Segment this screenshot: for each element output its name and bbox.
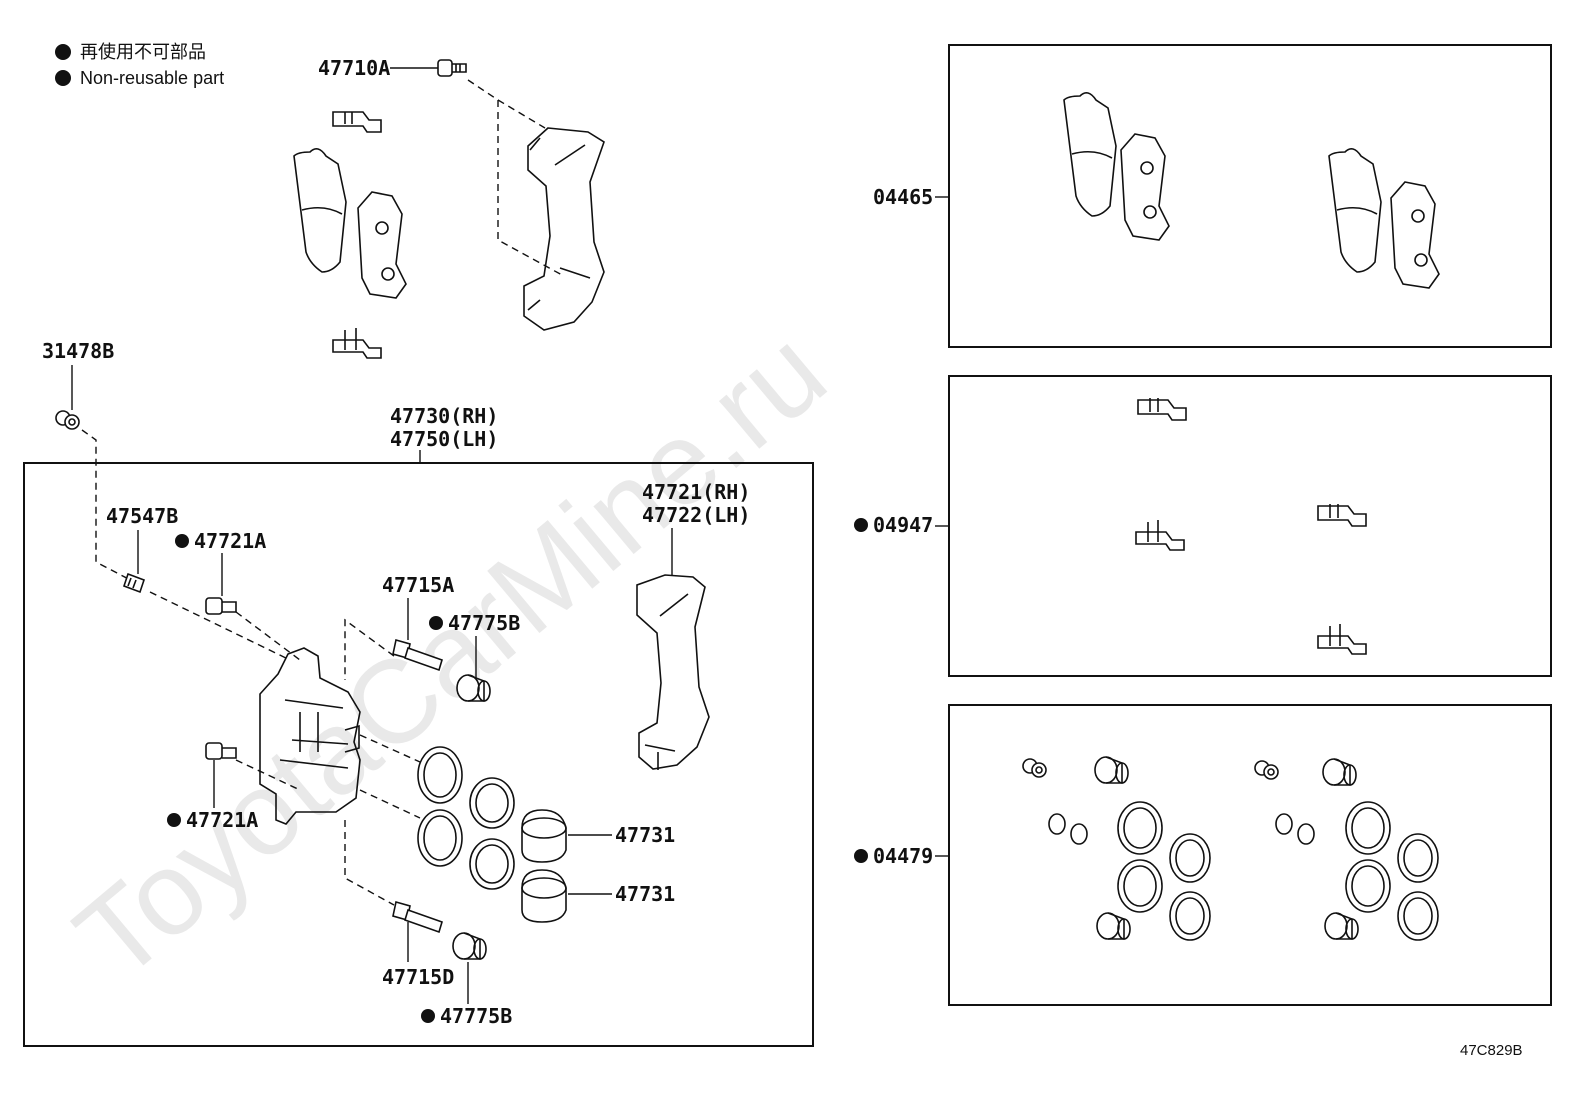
piston-seal-icon	[1345, 801, 1391, 855]
seal-kit-left	[1022, 756, 1211, 941]
part-label-47775B-top[interactable]: 47775B	[448, 611, 520, 635]
non-reusable-dot-icon	[55, 44, 71, 60]
caliper-mounting-bracket-icon	[523, 127, 605, 331]
pad-clip-icon	[1137, 398, 1187, 421]
o-ring-icon	[1048, 813, 1088, 845]
non-reusable-dot-icon	[175, 534, 189, 548]
bleeder-screw-icon	[122, 572, 146, 594]
non-reusable-dot-icon	[421, 1009, 435, 1023]
part-label-47721[interactable]: 47721(RH)	[642, 480, 750, 504]
non-reusable-dot-icon	[55, 70, 71, 86]
bleeder-cap-icon	[1254, 760, 1279, 780]
part-label-47715A[interactable]: 47715A	[382, 573, 454, 597]
legend: 再使用不可部品 Non-reusable part	[55, 42, 224, 88]
piston-seal-icon	[1345, 859, 1391, 913]
slide-pin-icon	[392, 900, 443, 934]
caliper-mounting-bracket-icon	[636, 574, 710, 770]
non-reusable-dot-icon	[167, 813, 181, 827]
part-label-47715D[interactable]: 47715D	[382, 965, 454, 989]
brake-pad-icon	[1328, 148, 1382, 273]
part-label-04465[interactable]: 04465	[873, 185, 933, 209]
bleeder-cap-icon	[1022, 758, 1047, 778]
non-reusable-dot-icon	[429, 616, 443, 630]
o-ring-icon	[1275, 813, 1315, 845]
part-label-47722[interactable]: 47722(LH)	[642, 503, 750, 527]
bleeder-cap-icon	[55, 410, 80, 430]
brake-pad-icon	[1063, 92, 1117, 217]
kit-box-04465	[948, 44, 1552, 348]
caliper-piston-icon	[521, 869, 567, 923]
brake-pad-shim-icon	[357, 191, 407, 299]
part-label-47731-b[interactable]: 47731	[615, 882, 675, 906]
dust-boot-icon	[469, 777, 515, 829]
part-label-47775B-bottom[interactable]: 47775B	[440, 1004, 512, 1028]
dust-boot-icon	[1397, 891, 1439, 941]
part-label-31478B[interactable]: 31478B	[42, 339, 114, 363]
legend-line-en: Non-reusable part	[80, 68, 224, 88]
caliper-assembly-box	[23, 462, 814, 1047]
non-reusable-dot-icon	[854, 849, 868, 863]
top-assembly: 47710A	[293, 56, 605, 359]
pin-boot-icon	[1096, 912, 1131, 940]
piston-seal-icon	[417, 746, 463, 804]
dust-boot-icon	[1169, 833, 1211, 883]
bleeder-cap-group: 31478B	[42, 339, 141, 586]
dust-boot-icon	[469, 838, 515, 890]
part-label-47750[interactable]: 47750(LH)	[390, 427, 498, 451]
part-label-04947[interactable]: 04947	[873, 513, 933, 537]
part-label-47710A[interactable]: 47710A	[318, 56, 390, 80]
pad-clip-icon	[1317, 624, 1367, 655]
part-label-47730[interactable]: 47730(RH)	[390, 404, 498, 428]
dust-boot-icon	[1169, 891, 1211, 941]
bolt-47710A-icon	[437, 59, 467, 77]
piston-seal-icon	[417, 809, 463, 867]
pin-boot-icon	[1322, 758, 1357, 786]
part-label-47721A-bottom[interactable]: 47721A	[186, 808, 258, 832]
seal-kit-right	[1254, 758, 1439, 941]
brake-pad-shim-icon	[1390, 181, 1440, 289]
piston-seal-icon	[1117, 801, 1163, 855]
part-label-47721A-top[interactable]: 47721A	[194, 529, 266, 553]
dust-boot-icon	[1397, 833, 1439, 883]
part-label-47547B[interactable]: 47547B	[106, 504, 178, 528]
brake-pad-shim-icon	[1120, 133, 1170, 241]
piston-seal-icon	[1117, 859, 1163, 913]
pad-clip-icon	[1317, 504, 1367, 527]
pin-boot-icon	[1094, 756, 1129, 784]
pad-clip-icon	[332, 328, 382, 359]
caliper-piston-icon	[521, 809, 567, 863]
pin-boot-icon	[456, 674, 491, 702]
caliper-bolt-icon	[205, 597, 237, 615]
slide-pin-icon	[392, 638, 443, 672]
pad-clip-icon	[332, 111, 382, 133]
legend-line-jp: 再使用不可部品	[80, 42, 206, 62]
part-label-04479[interactable]: 04479	[873, 844, 933, 868]
image-code: 47C829B	[1460, 1042, 1523, 1059]
part-label-47731-a[interactable]: 47731	[615, 823, 675, 847]
pad-clip-icon	[1135, 520, 1185, 551]
brake-pad-icon	[293, 148, 347, 273]
kit-box-04947	[948, 375, 1552, 677]
pin-boot-icon	[1324, 912, 1359, 940]
kit-box-04479	[948, 704, 1552, 1006]
caliper-bolt-icon	[205, 742, 237, 760]
non-reusable-dot-icon	[854, 518, 868, 532]
pin-boot-icon	[452, 932, 487, 960]
caliper-body-icon	[259, 647, 361, 825]
